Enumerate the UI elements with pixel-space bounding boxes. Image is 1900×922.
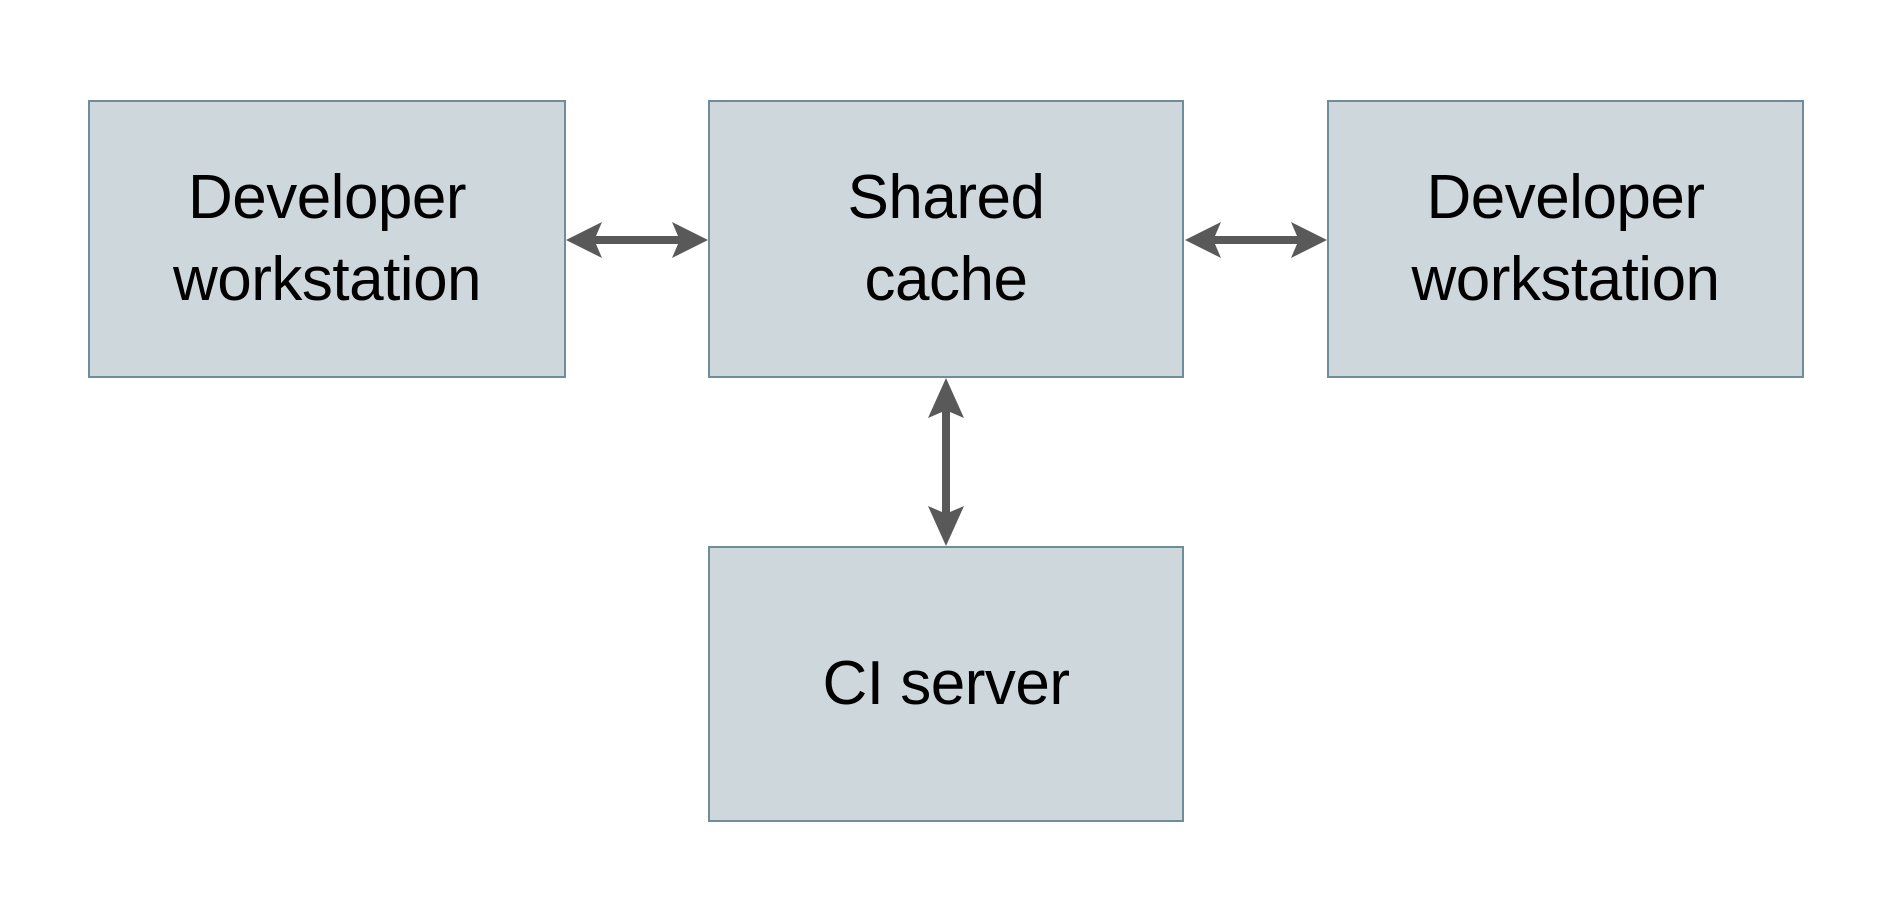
edge-shared-cache-to-ci-server [920,378,972,546]
node-label: Developer workstation [172,163,482,314]
node-ci-server[interactable]: CI server [708,546,1184,822]
node-shared-cache[interactable]: Shared cache [708,100,1184,378]
node-label: Shared cache [847,163,1045,314]
double-arrow-vertical-icon [928,378,964,546]
double-arrow-horizontal-icon [1185,222,1327,258]
node-label: Developer workstation [1411,163,1720,314]
node-developer-workstation-right[interactable]: Developer workstation [1327,100,1804,378]
edge-shared-cache-to-right-workstation [1185,214,1327,266]
edge-left-workstation-to-shared-cache [566,214,708,266]
node-developer-workstation-left[interactable]: Developer workstation [88,100,566,378]
node-label: CI server [822,649,1070,719]
double-arrow-horizontal-icon [566,222,708,258]
